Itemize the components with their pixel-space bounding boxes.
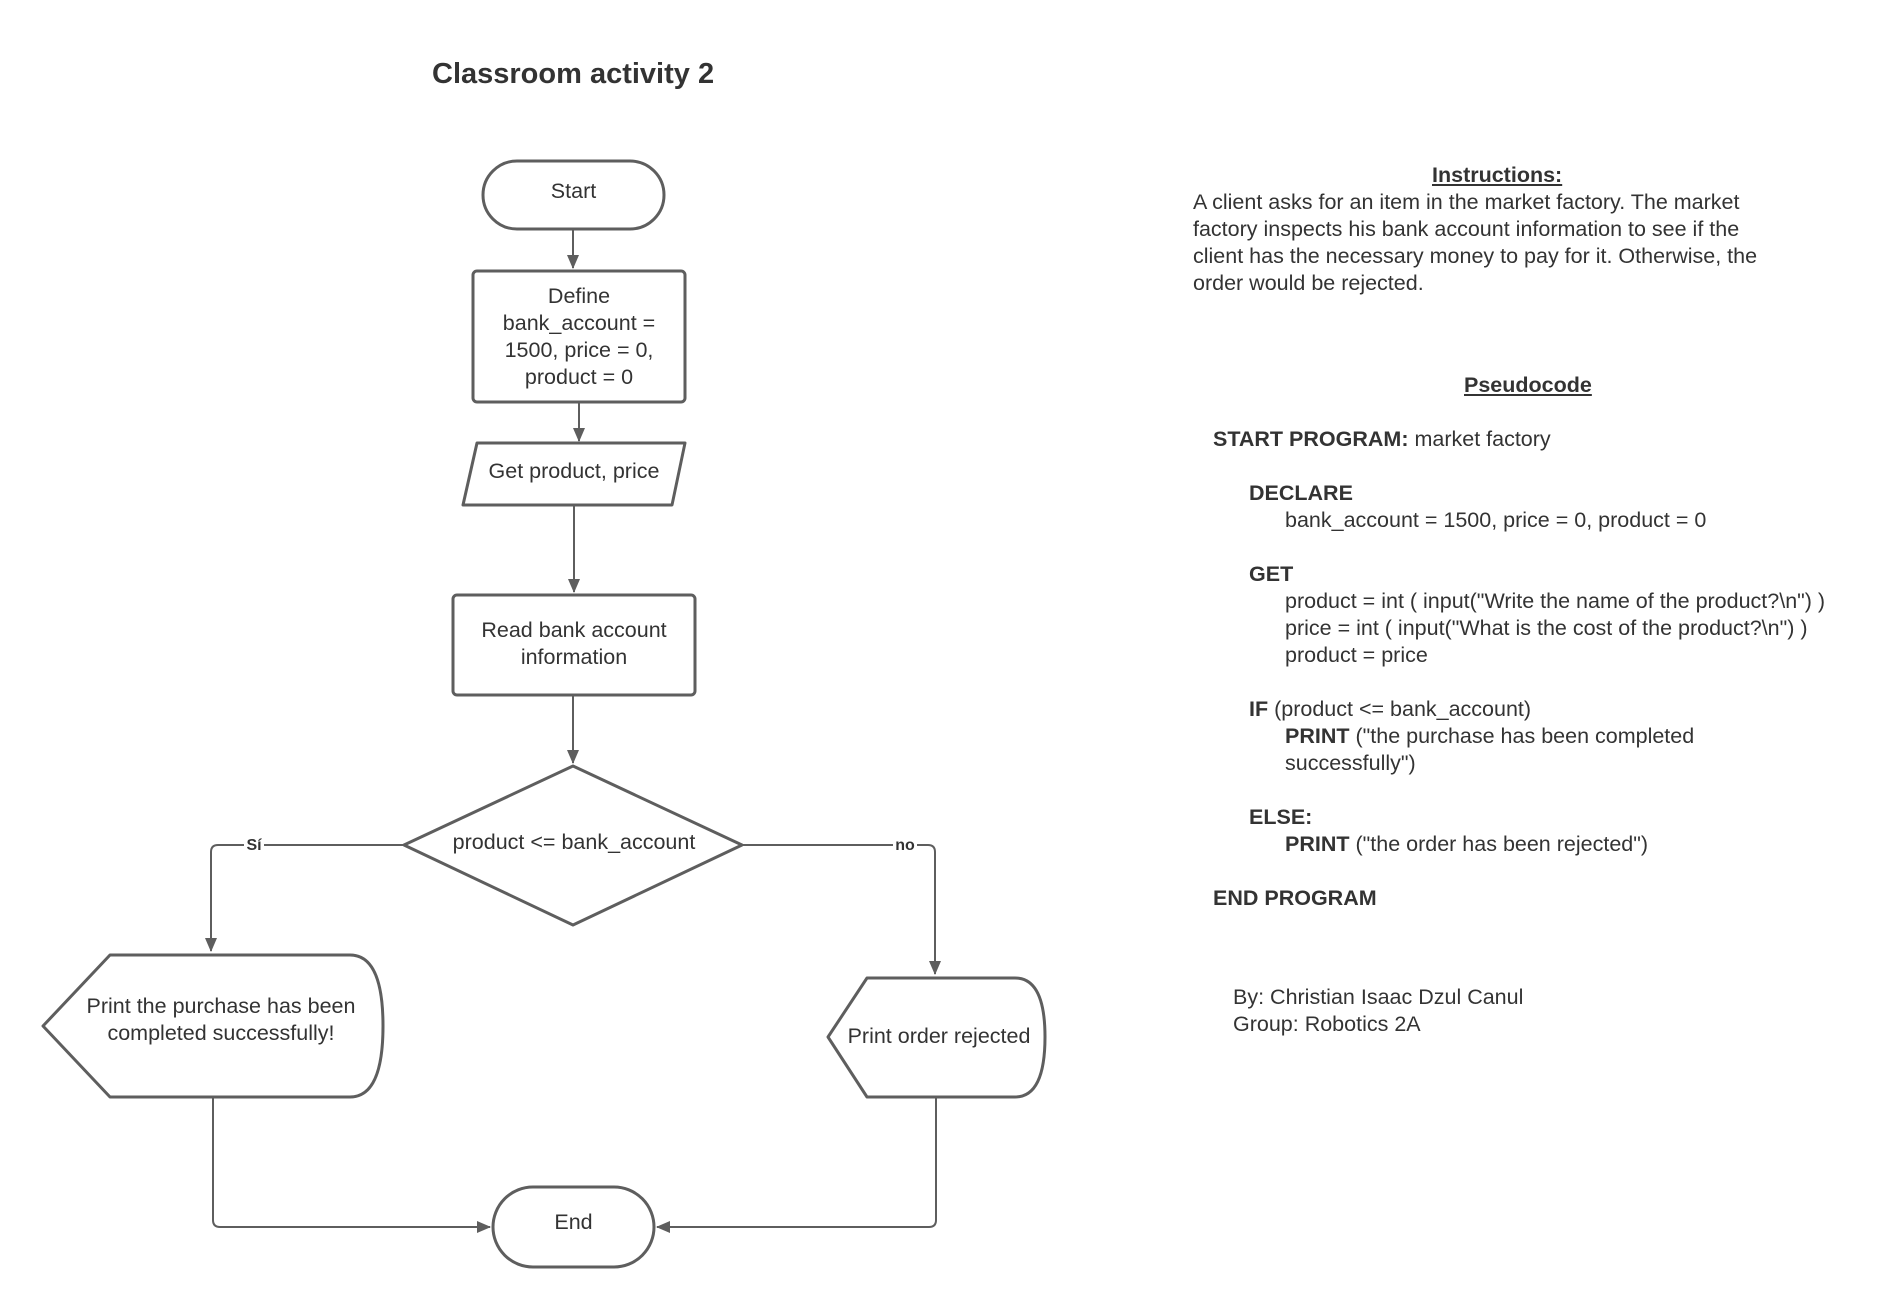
connector-decision-yes [205, 844, 404, 952]
connector-success-end [212, 1097, 491, 1233]
page-title: Classroom activity 2 [432, 58, 715, 90]
pseudo-else-print-text: ("the order has been rejected") [1355, 832, 1649, 856]
instructions-heading: Instructions: [1432, 163, 1563, 187]
print-rejected-display [826, 976, 1047, 1099]
end-label: End [554, 1209, 593, 1234]
pseudo-else-keyword: ELSE: [1249, 805, 1313, 829]
read-label: Read bank account information [481, 618, 667, 669]
yes-label-bg [244, 834, 264, 854]
get-label: Get product, price [488, 458, 660, 483]
pseudo-declare-keyword: DECLARE [1249, 481, 1353, 505]
no-label-bg [893, 834, 917, 854]
decision-diamond [402, 764, 744, 927]
get-input-parallelogram [461, 441, 687, 507]
define-label: Define bank_account = 1500, price = 0, p… [502, 283, 656, 389]
pseudo-end-keyword: END PROGRAM [1213, 886, 1377, 910]
pseudo-else-print-keyword: PRINT [1285, 832, 1350, 856]
pseudo-if-print-text: ("the purchase has been completed [1355, 724, 1695, 748]
start-terminator [481, 159, 666, 231]
pseudo-start-keyword: START PROGRAM: [1213, 427, 1409, 451]
pseudo-if-keyword: IF [1249, 697, 1269, 721]
read-process [451, 593, 697, 697]
define-process [471, 269, 687, 404]
print-success-label: Print the purchase has been completed su… [86, 994, 356, 1045]
pseudo-if-condition: (product <= bank_account) [1274, 697, 1532, 721]
pseudo-start-line: START PROGRAM: market factory [1213, 426, 1551, 453]
author-group: Group: Robotics 2A [1233, 1012, 1421, 1036]
decision-label: product <= bank_account [452, 829, 696, 854]
branch-no-label: no [895, 837, 915, 854]
print-rejected-label: Print order rejected [847, 1023, 1031, 1048]
pseudo-if-print-keyword: PRINT [1285, 724, 1350, 748]
pseudo-start-name: market factory [1414, 427, 1551, 451]
print-success-display [41, 953, 385, 1099]
pseudo-if-print-continuation: successfully") [1285, 751, 1416, 775]
connector-rejected-end [656, 1097, 937, 1233]
pseudo-get-line-2: price = int ( input("What is the cost of… [1285, 616, 1808, 640]
pseudocode-heading: Pseudocode [1464, 373, 1592, 397]
pseudo-get-keyword: GET [1249, 562, 1294, 586]
pseudo-else-print-line: PRINT ("the order has been rejected") [1285, 831, 1648, 858]
branch-yes-label: Sí [246, 837, 262, 854]
end-terminator [491, 1185, 656, 1269]
pseudo-if-print-line: PRINT ("the purchase has been completed [1285, 723, 1694, 750]
pseudo-get-line-3: product = price [1285, 643, 1428, 667]
pseudo-get-line-1: product = int ( input("Write the name of… [1285, 589, 1826, 613]
instructions-text: A client asks for an item in the market … [1193, 190, 1758, 295]
connector-decision-no [742, 844, 941, 975]
pseudo-declare-line: bank_account = 1500, price = 0, product … [1285, 508, 1707, 532]
author-name: By: Christian Isaac Dzul Canul [1233, 985, 1524, 1009]
start-label: Start [550, 178, 597, 203]
pseudo-if-line: IF (product <= bank_account) [1249, 696, 1531, 723]
